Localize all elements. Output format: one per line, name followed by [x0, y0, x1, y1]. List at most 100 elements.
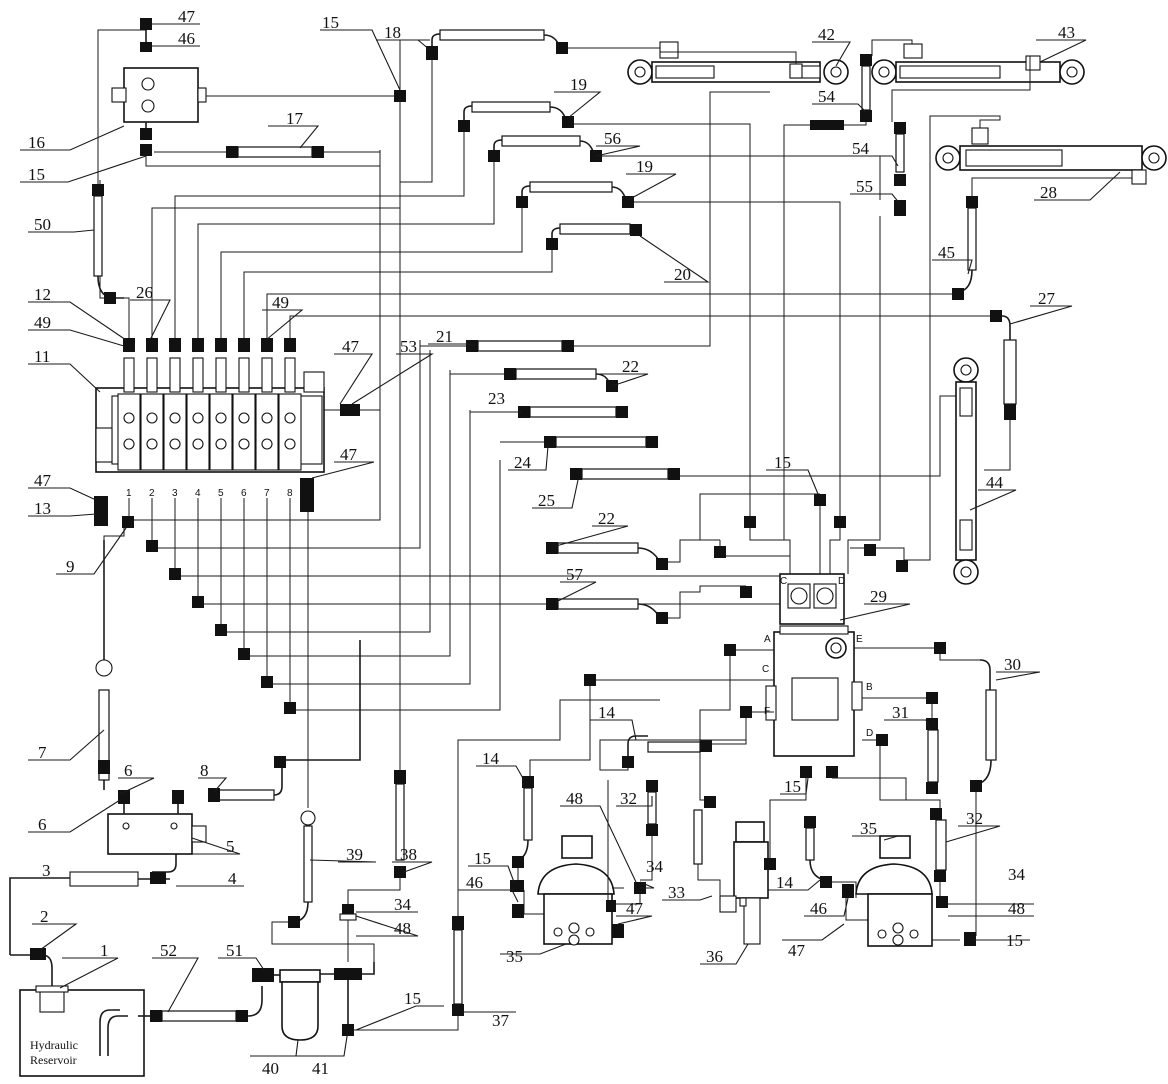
- callout-6: 6: [124, 761, 133, 780]
- hose-14-middle: [599, 735, 746, 771]
- callout-9: 9: [66, 557, 75, 576]
- valve-section-numbers: 1 2 3 4 5 6 7 8: [126, 488, 293, 499]
- callout-43: 43: [1058, 23, 1075, 42]
- callout-47: 47: [626, 899, 644, 918]
- callout-17: 17: [286, 109, 304, 128]
- port-label-A: A: [764, 634, 771, 645]
- section-number: 3: [172, 488, 178, 499]
- spool-caps: [123, 338, 296, 393]
- callout-15: 15: [784, 777, 801, 796]
- callout-48: 48: [566, 789, 583, 808]
- callout-12: 12: [34, 285, 51, 304]
- callout-47: 47: [342, 337, 360, 356]
- hose-21: [420, 91, 770, 352]
- hose-52: [138, 986, 263, 1022]
- callout-34: 34: [1008, 865, 1026, 884]
- hose-19-lower: [516, 181, 841, 520]
- hose-27: [984, 310, 1017, 471]
- hose-39: [271, 512, 375, 962]
- suction-filter-3: [69, 871, 139, 887]
- tee-fitting-41: [320, 962, 375, 1024]
- reservoir-label-line2: Reservoir: [30, 1053, 77, 1067]
- callout-53: 53: [400, 337, 417, 356]
- hose-25: [570, 468, 680, 480]
- elbow-fitting-51: [252, 968, 280, 982]
- callout-15: 15: [404, 989, 421, 1008]
- callout-39: 39: [346, 845, 363, 864]
- callout-35: 35: [860, 819, 877, 838]
- hose-20: [546, 223, 642, 250]
- steering-unit-36: [719, 821, 769, 945]
- section-number: 1: [126, 488, 132, 499]
- callout-11: 11: [34, 347, 50, 366]
- hose-30: [970, 659, 997, 936]
- callout-27: 27: [1038, 289, 1056, 308]
- section-number: 5: [218, 488, 224, 499]
- port-label-E: E: [856, 634, 863, 645]
- hose-24: [500, 436, 658, 448]
- callout-47: 47: [788, 941, 806, 960]
- elbow-fitting-4: [152, 850, 177, 873]
- callout-15: 15: [1006, 931, 1023, 950]
- callout-33: 33: [668, 883, 685, 902]
- callout-55: 55: [856, 177, 873, 196]
- callout-18: 18: [384, 23, 401, 42]
- section-number: 2: [149, 488, 155, 499]
- callout-32: 32: [620, 789, 637, 808]
- hose-22-lower: [546, 539, 720, 570]
- callout-48: 48: [394, 919, 411, 938]
- callout-15: 15: [322, 13, 339, 32]
- callout-45: 45: [938, 243, 955, 262]
- callout-28: 28: [1040, 183, 1057, 202]
- callout-4: 4: [228, 869, 237, 888]
- callout-22: 22: [598, 509, 615, 528]
- callout-3: 3: [42, 861, 51, 880]
- port-label-C: C: [762, 664, 769, 675]
- callout-16: 16: [28, 133, 45, 152]
- hose-38: [347, 770, 406, 904]
- port-label-B: B: [866, 682, 873, 693]
- hydraulic-cylinder-42: [627, 41, 849, 85]
- callout-23: 23: [488, 389, 505, 408]
- callout-25: 25: [538, 491, 555, 510]
- port-label: C: [780, 576, 787, 587]
- callout-40: 40: [262, 1059, 279, 1078]
- hose-32-right: [930, 808, 947, 896]
- callout-31: 31: [892, 703, 909, 722]
- hose-57: [546, 585, 746, 624]
- callout-42: 42: [818, 25, 835, 44]
- callout-49: 49: [272, 293, 289, 312]
- fitting-47-top: [140, 18, 152, 30]
- hydraulic-motor-16: [111, 30, 207, 156]
- callout-44: 44: [986, 473, 1004, 492]
- hose-37: [342, 699, 660, 1036]
- callout-26: 26: [136, 283, 153, 302]
- callout-15: 15: [28, 165, 45, 184]
- hose-22-upper: [450, 368, 618, 392]
- hydraulic-cylinder-43: [871, 43, 1085, 85]
- hose-54-left: [783, 120, 867, 540]
- rotary-manifold-29: C D A E C B F D: [762, 573, 873, 778]
- reservoir-label-line1: Hydraulic: [30, 1038, 78, 1052]
- orbit-motor-35-left: [537, 835, 624, 946]
- callout-8: 8: [200, 761, 209, 780]
- hose-54-mid: [894, 122, 906, 216]
- callout-14: 14: [776, 873, 794, 892]
- hose-31: [926, 718, 939, 794]
- callout-46: 46: [178, 29, 195, 48]
- hose-32-left: [640, 780, 658, 881]
- hydraulic-reservoir: Hydraulic Reservoir: [19, 985, 145, 1077]
- hose-45: [952, 196, 978, 300]
- section-number: 8: [287, 488, 293, 499]
- hydraulic-pump-5: [107, 813, 207, 855]
- callout-50: 50: [34, 215, 51, 234]
- hose-50: [92, 184, 124, 304]
- section-number: 6: [241, 488, 247, 499]
- hose-8: [208, 640, 361, 802]
- hose-7: [95, 540, 113, 790]
- callout-35: 35: [506, 947, 523, 966]
- valve-sections: [95, 371, 325, 471]
- callout-38: 38: [400, 845, 417, 864]
- hose-54-top: [860, 54, 872, 122]
- callout-56: 56: [604, 129, 621, 148]
